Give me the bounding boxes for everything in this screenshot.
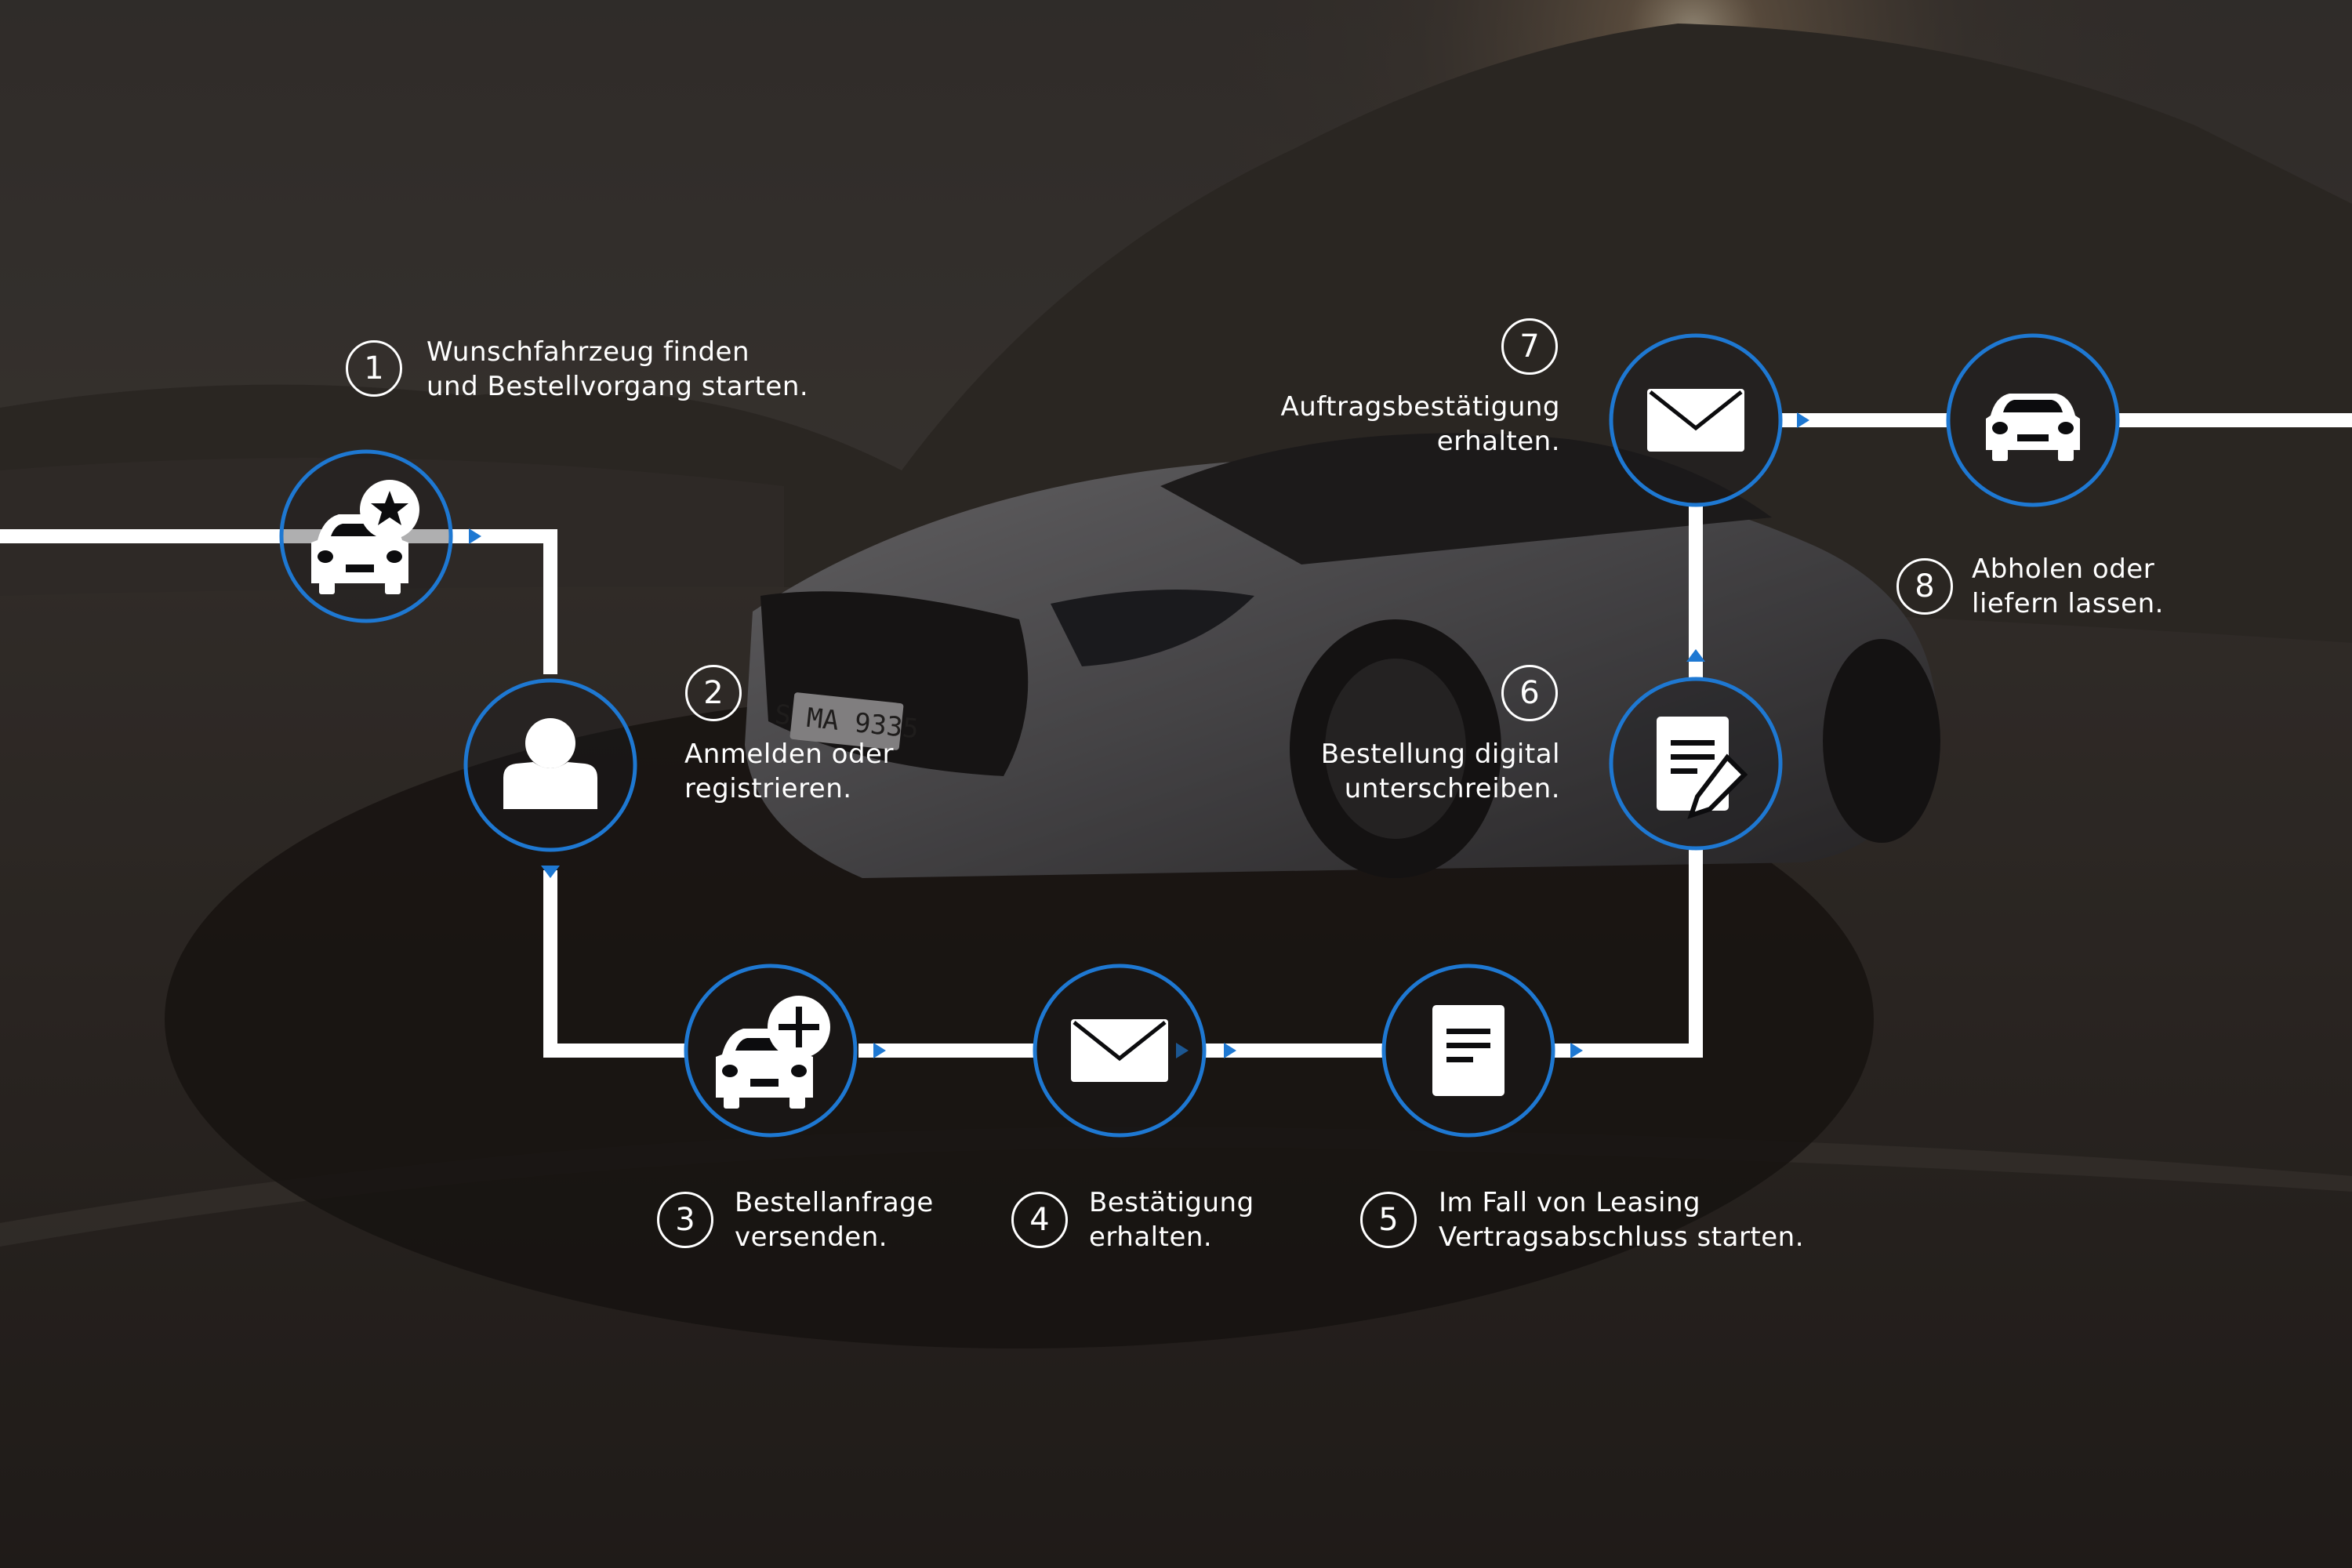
step-node-3 [684,964,858,1138]
step-node-1 [279,449,453,623]
step-number-7: 7 [1501,318,1558,375]
step-label-4-line-2: erhalten. [1089,1221,1213,1253]
step-label-8: Abholen oder liefern lassen. [1972,552,2164,621]
step-number-6: 6 [1501,665,1558,721]
step-label-5-line-1: Im Fall von Leasing [1439,1187,1701,1218]
step-number-8: 8 [1896,558,1953,615]
step-label-1-line-1: Wunschfahrzeug finden [426,336,750,368]
step-label-4: Bestätigung erhalten. [1089,1185,1254,1254]
step-number-1: 1 [346,340,402,397]
step-label-6-line-2: unterschreiben. [1344,773,1560,804]
car-plus-icon [716,996,830,1109]
step-number-2: 2 [685,665,742,721]
step-label-3-line-2: versenden. [735,1221,888,1253]
step-number-3: 3 [657,1192,713,1248]
step-node-2 [463,678,637,852]
step-label-8-line-1: Abholen oder [1972,554,2155,585]
step-label-3: Bestellanfrage versenden. [735,1185,934,1254]
step-node-4 [1033,964,1207,1138]
step-node-6 [1609,677,1783,851]
arrow-up [1686,649,1705,662]
user-icon [503,718,597,809]
step-label-2: Anmelden oder registrieren. [684,737,894,806]
step-label-7-line-1: Auftragsbestätigung [1280,391,1560,423]
step-label-1-line-2: und Bestellvorgang starten. [426,371,809,402]
path-start [0,529,557,674]
step-label-2-line-2: registrieren. [684,773,852,804]
path-step2-to-3 [543,870,686,1058]
step-label-5: Im Fall von Leasing Vertragsabschluss st… [1439,1185,1804,1254]
arrow-right [873,1043,886,1058]
step-label-6: Bestellung digital unterschreiben. [1321,737,1560,806]
car-icon [1986,394,2080,461]
car: S MA 9335 [745,433,1940,878]
arrow-right [469,528,481,544]
envelope-icon [1071,1019,1168,1082]
car-headlight [1051,590,1254,666]
step-label-5-line-2: Vertragsabschluss starten. [1439,1221,1805,1253]
step-label-1: Wunschfahrzeug finden und Bestellvorgang… [426,335,808,404]
document-icon [1432,1005,1504,1096]
arrow-right [1176,1043,1189,1058]
step-number-5: 5 [1360,1192,1417,1248]
step-number-4: 4 [1011,1192,1068,1248]
arrow-right [1224,1043,1236,1058]
car-star-icon [311,480,419,594]
arrow-right [1570,1043,1583,1058]
license-plate [789,692,904,750]
document-sign-icon [1657,717,1748,819]
step-label-6-line-1: Bestellung digital [1320,739,1560,770]
envelope-icon [1647,389,1744,452]
arrow-down [541,866,560,878]
step-node-8 [1946,333,2120,507]
step-node-7 [1609,333,1783,507]
step-label-8-line-2: liefern lassen. [1972,588,2164,619]
step-label-3-line-1: Bestellanfrage [735,1187,934,1218]
step-label-7-line-2: erhalten. [1436,426,1560,457]
step-node-5 [1381,964,1555,1138]
flow-arrows [469,412,1809,1058]
path-step5-to-6 [1555,850,1703,1058]
step-label-7: Auftragsbestätigung erhalten. [1280,390,1560,459]
arrow-right [1797,412,1809,428]
step-label-2-line-1: Anmelden oder [684,739,894,770]
step-label-4-line-1: Bestätigung [1089,1187,1254,1218]
